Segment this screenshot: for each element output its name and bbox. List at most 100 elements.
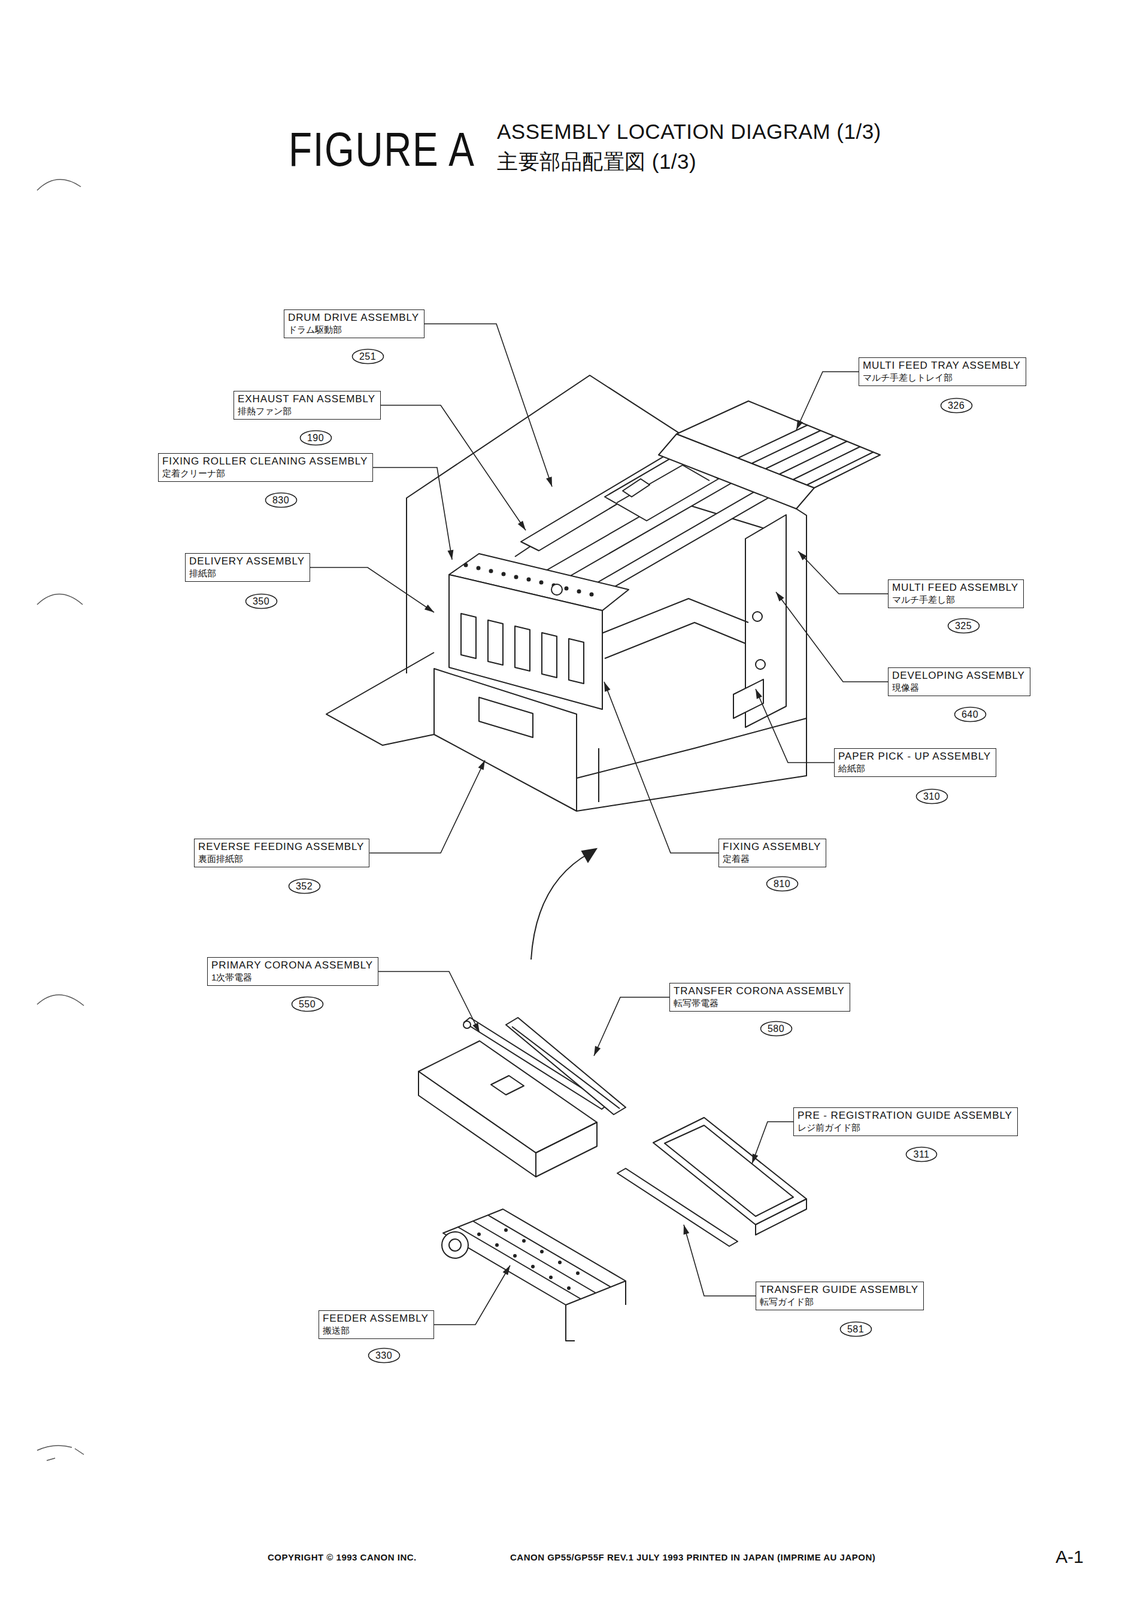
- printer-body-shape: [541, 632, 557, 678]
- callout-number: 330: [375, 1350, 393, 1362]
- callout-box: DELIVERY ASSEMBLY排紙部: [185, 553, 311, 582]
- removed-parts-shape: [535, 1122, 597, 1178]
- printer-body-shape: [616, 465, 710, 503]
- leader-line: [310, 567, 435, 613]
- callout-box: TRANSFER CORONA ASSEMBLY転写帯電器: [669, 983, 851, 1012]
- removed-parts-shape: [511, 1026, 620, 1109]
- removed-parts-shape-shape: [567, 1286, 571, 1291]
- printer-body-shape: [752, 611, 763, 622]
- part-name-japanese: 現像器: [892, 681, 1026, 694]
- printer-body-shape: [733, 679, 764, 719]
- punch-marks-shape: [37, 594, 83, 606]
- leader-arrowhead: [593, 1045, 601, 1057]
- page-number: A-1: [1055, 1547, 1084, 1568]
- leader-arrowhead: [752, 1153, 758, 1164]
- printer-body-shape: [449, 574, 603, 710]
- print-note: CANON GP55/GP55F REV.1 JULY 1993 PRINTED…: [510, 1552, 876, 1564]
- diagram-heading: ASSEMBLY LOCATION DIAGRAM (1/3): [496, 119, 882, 144]
- oval-outline: [368, 1348, 400, 1363]
- printer-body-shape-shape: [489, 569, 494, 574]
- callout-number-oval: 352: [287, 878, 321, 895]
- punch-marks-shape: [37, 995, 84, 1006]
- removed-parts-shape: [464, 1017, 608, 1110]
- leader-line: [775, 592, 888, 682]
- leader-line: [752, 1122, 794, 1164]
- callout-box: PRE - REGISTRATION GUIDE ASSEMBLYレジ前ガイド部: [793, 1107, 1018, 1137]
- callout-number-oval: 810: [765, 875, 799, 893]
- callout-number-oval: 311: [905, 1146, 938, 1163]
- removed-parts-shape: [463, 1021, 471, 1029]
- part-name-japanese: 定着クリーナ部: [162, 467, 368, 479]
- callout-number: 325: [954, 620, 973, 632]
- copyright-note: COPYRIGHT © 1993 CANON INC.: [267, 1552, 417, 1564]
- callout-number: 580: [767, 1023, 785, 1035]
- callout-box: DEVELOPING ASSEMBLY現像器: [887, 667, 1031, 697]
- part-name: PAPER PICK - UP ASSEMBLY: [838, 750, 991, 763]
- part-name-japanese: 裏面排紙部: [198, 853, 365, 865]
- removed-parts-shape: [449, 1239, 462, 1252]
- diagram-heading-japanese: 主要部品配置図 (1/3): [496, 149, 697, 174]
- callout-box: EXHAUST FAN ASSEMBLY排熱ファン部: [233, 390, 381, 420]
- callout-box: DRUM DRIVE ASSEMBLYドラム駆動部: [283, 309, 425, 339]
- leader-line: [604, 681, 719, 854]
- oval-outline: [291, 996, 323, 1012]
- removed-parts-shape: [487, 1215, 611, 1288]
- printer-body-shape-shape: [526, 577, 532, 582]
- oval-outline: [288, 878, 320, 894]
- callout-box: FIXING ASSEMBLY定着器: [718, 838, 827, 868]
- part-name-japanese: 転写帯電器: [673, 997, 845, 1009]
- leader-arrowhead: [478, 760, 485, 771]
- removed-parts-shape-shape: [495, 1243, 499, 1248]
- part-name: MULTI FEED TRAY ASSEMBLY: [862, 359, 1021, 372]
- part-name: DELIVERY ASSEMBLY: [189, 555, 305, 568]
- leader-line: [378, 971, 480, 1033]
- part-name: TRANSFER GUIDE ASSEMBLY: [759, 1284, 919, 1297]
- callout-number-oval: 550: [290, 996, 324, 1013]
- oval-outline: [766, 876, 798, 891]
- removed-parts-shape-shape: [522, 1239, 526, 1243]
- callout-number-oval: 580: [759, 1020, 793, 1038]
- oval-outline: [760, 1021, 792, 1036]
- leader-line: [373, 467, 453, 560]
- printer-body-shape-shape: [564, 586, 569, 591]
- printer-body-shape: [464, 563, 594, 597]
- part-name-japanese: 排熱ファン部: [237, 405, 376, 417]
- removed-parts-shape-shape: [504, 1228, 508, 1233]
- leader-arrowhead: [546, 476, 553, 487]
- removed-parts: [418, 1017, 807, 1342]
- punch-marks-shape: [37, 179, 81, 191]
- callout-box: FIXING ROLLER CLEANING ASSEMBLY定着クリーナ部: [158, 453, 374, 482]
- callout-box: PAPER PICK - UP ASSEMBLY給紙部: [834, 748, 997, 778]
- punch-marks: [37, 179, 84, 1461]
- leader-arrowhead: [502, 1265, 511, 1276]
- removed-parts-shape: [625, 1281, 627, 1306]
- part-name-japanese: レジ前ガイド部: [797, 1122, 1013, 1134]
- part-name: FEEDER ASSEMBLY: [322, 1313, 429, 1325]
- removed-parts-shape: [477, 1228, 580, 1291]
- flip-arrow-shape: [581, 849, 597, 863]
- callout-box: FEEDER ASSEMBLY搬送部: [318, 1310, 435, 1340]
- oval-outline: [299, 430, 332, 445]
- callout-number: 352: [295, 880, 314, 893]
- printer-body-shape-shape: [577, 589, 582, 594]
- printer-body-shape-shape: [464, 563, 469, 568]
- part-name: EXHAUST FAN ASSEMBLY: [237, 393, 376, 406]
- leader-line: [755, 689, 835, 763]
- flip-arrow: [531, 849, 597, 960]
- callout-number-oval: 251: [351, 348, 385, 365]
- part-name: TRANSFER CORONA ASSEMBLY: [673, 985, 845, 998]
- oval-outline: [947, 618, 979, 633]
- leader-arrowhead: [424, 604, 435, 613]
- part-name-japanese: 搬送部: [322, 1324, 429, 1337]
- callout-number-oval: 330: [367, 1347, 401, 1364]
- leader-line: [798, 551, 888, 594]
- printer-body-shape: [326, 652, 435, 746]
- callout-number: 326: [947, 399, 966, 412]
- part-name: PRIMARY CORONA ASSEMBLY: [211, 959, 374, 972]
- leader-arrowhead: [755, 689, 763, 700]
- printer-body-shape: [514, 626, 530, 672]
- callout-box: REVERSE FEEDING ASSEMBLY裏面排紙部: [193, 838, 370, 868]
- oval-outline: [954, 707, 986, 722]
